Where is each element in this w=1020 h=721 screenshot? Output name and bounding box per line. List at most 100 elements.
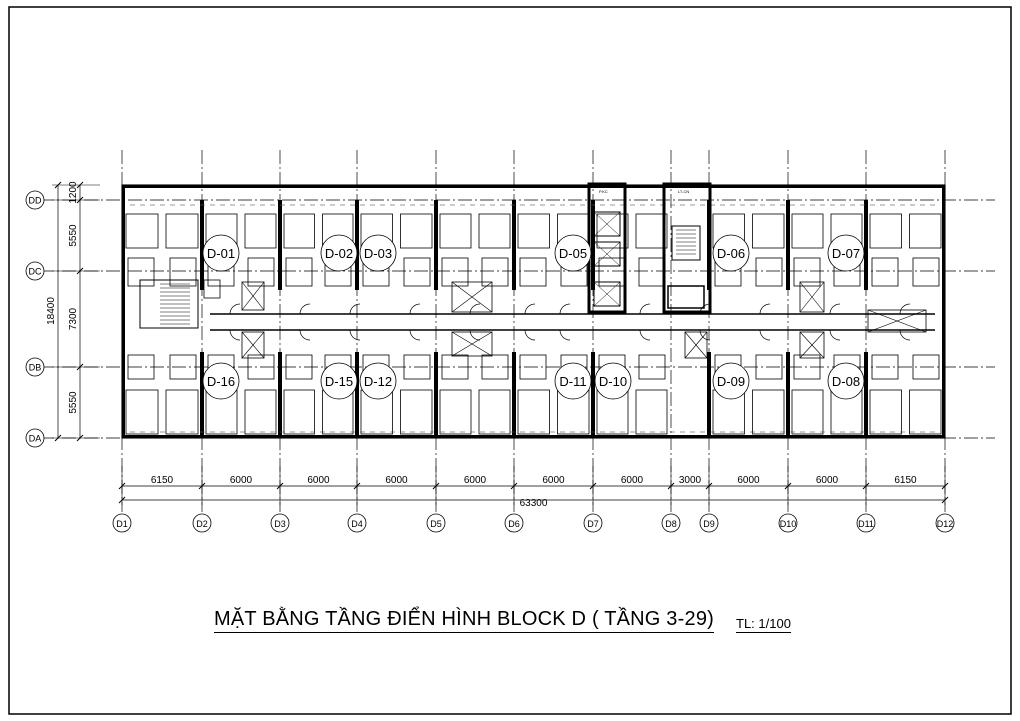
drawing-title: MẶT BẰNG TẦNG ĐIỂN HÌNH BLOCK D ( TẦNG 3… — [214, 608, 715, 633]
party-wall-south — [355, 352, 359, 438]
unit-circle — [359, 234, 397, 272]
shaft-cross — [799, 331, 825, 359]
shaft-void — [451, 281, 493, 313]
room-partition — [400, 213, 433, 249]
dim-span-label: 6000 — [464, 475, 487, 486]
door-swing — [349, 303, 361, 315]
grid-lines — [40, 150, 995, 512]
grid-bubble-label: D3 — [274, 519, 286, 529]
dim-tick — [118, 496, 126, 504]
door-swing — [639, 329, 651, 341]
unit-label: D-03 — [364, 246, 392, 261]
door-swing — [299, 329, 311, 341]
room-partition — [519, 257, 547, 287]
shaft-void — [799, 281, 825, 313]
room-partition — [481, 354, 509, 380]
door-swing — [349, 329, 361, 341]
grid-bubble-DD — [25, 190, 45, 210]
grid-bubble-label: D1 — [116, 519, 128, 529]
core-label: P.KC — [599, 189, 608, 194]
grid-bubble-D7 — [583, 513, 603, 533]
dim-tick — [667, 482, 675, 490]
sheet-border — [8, 6, 1012, 715]
shaft-void — [684, 331, 708, 359]
room-partition — [635, 389, 668, 435]
dim-tick — [353, 482, 361, 490]
grid-bubble-label: DA — [29, 434, 42, 444]
door-swing — [759, 329, 771, 341]
room-partition — [752, 213, 785, 249]
room-partition — [912, 354, 940, 380]
room-partition — [285, 257, 313, 287]
room-partition — [165, 389, 199, 435]
dim-width-label: 18400 — [46, 297, 57, 325]
shaft-void — [867, 309, 927, 333]
party-wall-north — [278, 200, 282, 290]
east-stair — [671, 225, 701, 261]
party-wall-north — [200, 200, 204, 290]
shaft-void — [451, 331, 493, 357]
unit-label: D-10 — [599, 374, 627, 389]
shaft-box — [203, 279, 221, 299]
unit-circle — [827, 362, 865, 400]
room-partition — [793, 354, 821, 380]
grid-bubble-label: D10 — [780, 519, 797, 529]
door-swing — [899, 329, 911, 341]
dim-tick — [941, 482, 949, 490]
party-wall-south — [200, 352, 204, 438]
party-wall-south — [864, 352, 868, 438]
dim-tick — [276, 482, 284, 490]
dim-tick — [705, 482, 713, 490]
dim-span-label: 6000 — [542, 475, 565, 486]
unit-circle — [712, 362, 750, 400]
party-wall-south — [786, 352, 790, 438]
unit-circle — [594, 362, 632, 400]
unit-circle — [359, 362, 397, 400]
exterior-wall — [122, 185, 945, 188]
grid-bubble-D8 — [661, 513, 681, 533]
east-core — [662, 182, 712, 314]
room-partition — [755, 257, 783, 287]
grid-bubble-label: D11 — [858, 519, 874, 529]
exterior-wall-east — [942, 185, 945, 438]
exterior-wall-west — [122, 185, 125, 438]
dim-span-label: 6000 — [307, 475, 330, 486]
grid-bubble-D3 — [270, 513, 290, 533]
room-partition — [909, 389, 942, 435]
unit-label: D-06 — [717, 246, 745, 261]
room-partition — [244, 389, 277, 435]
grid-bubble-label: D2 — [196, 519, 208, 529]
unit-circle — [202, 234, 240, 272]
dim-row-label: 5550 — [68, 224, 79, 247]
drawing-scale: TL: 1/100 — [736, 616, 791, 633]
dim-span-label: 6150 — [894, 475, 917, 486]
dim-tick — [862, 482, 870, 490]
room-partition — [400, 389, 433, 435]
room-partition — [478, 389, 511, 435]
grid-bubble-D2 — [192, 513, 212, 533]
unit-label: D-08 — [832, 374, 860, 389]
room-partition — [871, 354, 899, 380]
shaft-cross — [241, 281, 265, 311]
shaft-cross — [684, 331, 708, 359]
shaft-cross — [867, 309, 927, 333]
room-partition — [169, 257, 197, 287]
party-wall-south — [512, 352, 516, 438]
dim-tick — [941, 496, 949, 504]
door-swing — [469, 303, 481, 315]
room-partition — [517, 389, 550, 435]
room-partition — [283, 213, 315, 249]
dim-tick — [76, 363, 84, 371]
shaft-cross — [451, 331, 493, 357]
room-partition — [481, 257, 509, 287]
door-swing — [559, 303, 571, 315]
grid-bubble-D10 — [778, 513, 798, 533]
grid-bubble-label: D4 — [351, 519, 363, 529]
room-partition — [285, 354, 313, 380]
unit-label: D-12 — [364, 374, 392, 389]
door-swing — [409, 303, 421, 315]
grid-bubble-D1 — [112, 513, 132, 533]
room-partition — [912, 257, 940, 287]
